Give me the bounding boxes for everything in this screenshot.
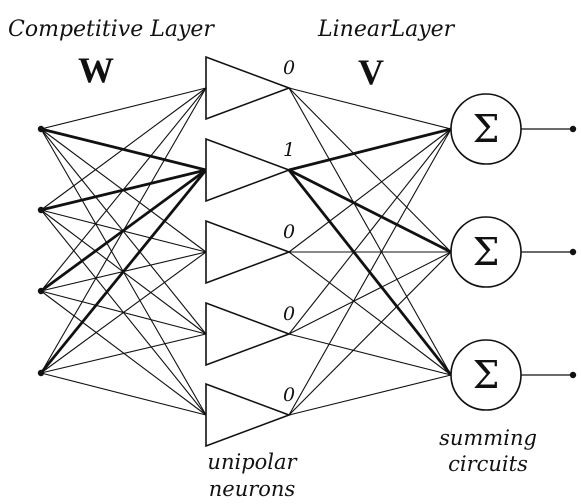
sigma-icon: Σ	[473, 353, 500, 397]
input-weight-line	[40, 87, 207, 130]
output-weight-line	[288, 128, 452, 416]
neuron-triangle	[205, 219, 292, 285]
input-weight-line	[40, 251, 207, 374]
neuron-caption-line2: neurons	[209, 477, 296, 501]
output-weight-line	[288, 128, 452, 335]
sigma-icon: Σ	[473, 107, 500, 151]
neuron-output-label: 0	[283, 221, 295, 243]
neuron-triangle	[205, 301, 292, 367]
input-node	[37, 206, 45, 214]
sum-caption-line2: circuits	[448, 452, 528, 476]
competitive-layer-title: Competitive Layer	[8, 17, 215, 42]
input-weight-line	[40, 87, 207, 292]
neuron-output-label: 1	[283, 139, 295, 161]
sigma-icon: Σ	[473, 230, 500, 274]
output-weight-line	[288, 87, 452, 130]
output-weight-line	[288, 127, 452, 172]
input-weight-line	[40, 87, 207, 211]
neuron-output-label: 0	[283, 384, 295, 406]
input-node	[37, 287, 45, 295]
input-weight-line	[39, 169, 208, 374]
output-weight-line	[288, 374, 452, 416]
connection-lines	[39, 87, 453, 416]
input-node	[37, 125, 45, 133]
output-weight-line	[288, 251, 452, 376]
competitive-weights-label: W	[78, 50, 114, 90]
input-weight-line	[40, 87, 207, 374]
output-node	[569, 371, 577, 379]
neuron-output-label: 0	[283, 57, 295, 79]
linear-layer-title: LinearLayer	[317, 17, 456, 42]
sum-caption-line1: summing	[439, 426, 537, 450]
output-weight-line	[288, 251, 452, 416]
neuron-triangle	[205, 137, 292, 203]
input-weight-line	[40, 372, 207, 416]
output-node	[569, 125, 577, 133]
input-weight-line	[40, 333, 207, 374]
output-weight-line	[288, 333, 452, 376]
neuron-triangle	[205, 55, 292, 121]
linear-weights-label: V	[358, 52, 384, 92]
neuron-triangle	[205, 382, 292, 448]
neuron-caption-line1: unipolar	[207, 450, 298, 474]
neuron-output-label: 0	[283, 303, 295, 325]
output-weight-line	[288, 251, 452, 335]
output-node	[569, 248, 577, 256]
input-node	[37, 369, 45, 377]
output-weight-line	[288, 128, 452, 253]
output-weight-line	[288, 168, 452, 254]
output-weight-line	[288, 87, 452, 253]
